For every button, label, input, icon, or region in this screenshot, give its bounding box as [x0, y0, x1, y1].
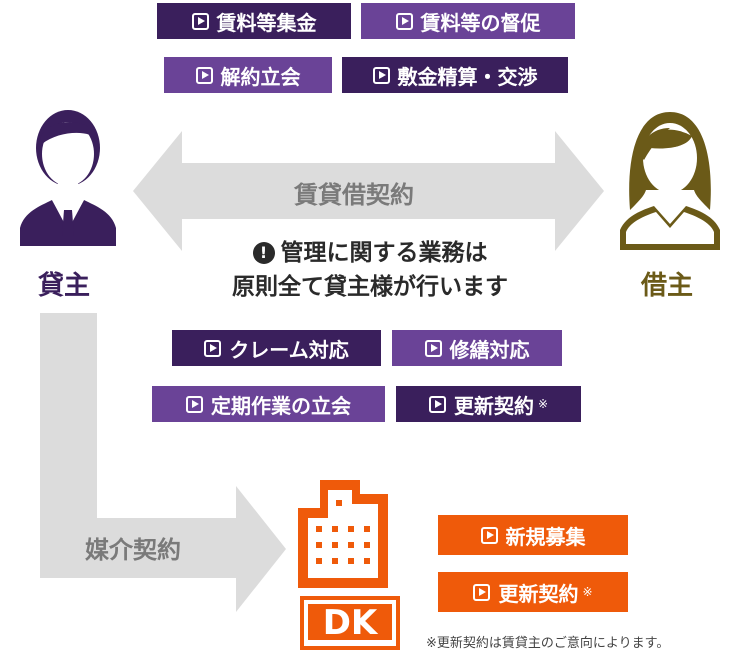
- management-notice: !管理に関する業務は 原則全て貸主様が行います: [170, 236, 570, 304]
- mediation-arrow-shape: [40, 313, 286, 612]
- tag-complaint-handling[interactable]: クレーム対応: [172, 330, 381, 366]
- tag-label: 更新契約: [453, 393, 534, 418]
- tag-repair-handling[interactable]: 修繕対応: [392, 330, 562, 366]
- tag-label: 解約立会: [220, 64, 301, 89]
- notice-line-2: 原則全て貸主様が行います: [232, 274, 508, 300]
- lessor-icon: [20, 110, 116, 246]
- play-icon: [186, 395, 203, 413]
- mediation-label: 媒介契約: [85, 536, 181, 564]
- play-icon: [480, 526, 498, 544]
- note-mark: ※: [582, 585, 593, 599]
- tag-label: 賃料等集金: [216, 10, 317, 35]
- tag-label: 新規募集: [505, 524, 586, 549]
- tag-move-out-inspection[interactable]: 解約立会: [164, 57, 332, 93]
- play-icon: [204, 339, 222, 357]
- lessor-label: 貸主: [38, 271, 91, 301]
- footnote: ※更新契約は賃貸主のご意向によります。: [426, 636, 670, 651]
- company-logo: DK: [300, 596, 400, 650]
- tag-rent-collection[interactable]: 賃料等集金: [157, 3, 351, 39]
- notice-text-1: 管理に関する業務は: [280, 240, 488, 266]
- tag-label: 更新契約: [498, 581, 579, 606]
- tag-label: 賃料等の督促: [420, 10, 541, 35]
- tag-renewal-contract[interactable]: 更新契約 ※: [396, 386, 581, 422]
- svg-text:DK: DK: [323, 603, 379, 643]
- note-mark: ※: [537, 397, 549, 411]
- notice-line-1: !管理に関する業務は: [170, 236, 570, 270]
- tag-rent-demand[interactable]: 賃料等の督促: [361, 3, 575, 39]
- play-icon: [191, 12, 209, 30]
- tag-new-recruitment[interactable]: 新規募集: [438, 515, 628, 555]
- play-icon: [473, 583, 491, 601]
- tag-label: 敷金精算・交渉: [397, 64, 538, 89]
- play-icon: [195, 66, 213, 84]
- exclamation-icon: !: [252, 242, 275, 264]
- play-icon: [395, 12, 413, 30]
- company-building-icon: [298, 480, 388, 588]
- play-icon: [428, 395, 446, 413]
- tag-deposit-settlement[interactable]: 敷金精算・交渉: [342, 57, 568, 93]
- tag-label: 定期作業の立会: [211, 393, 351, 418]
- lessee-label: 借主: [641, 271, 694, 301]
- play-icon: [372, 66, 390, 84]
- tag-label: クレーム対応: [229, 337, 349, 362]
- lease-contract-label: 賃貸借契約: [294, 181, 414, 209]
- lessee-icon: [620, 112, 720, 250]
- tag-periodic-work[interactable]: 定期作業の立会: [152, 386, 385, 422]
- tag-renewal-contract-company[interactable]: 更新契約 ※: [438, 572, 628, 612]
- double-arrow-shape: [133, 131, 604, 251]
- play-icon: [424, 339, 442, 357]
- logo-caption: Total House Produce: [315, 641, 385, 648]
- tag-label: 修繕対応: [449, 337, 530, 362]
